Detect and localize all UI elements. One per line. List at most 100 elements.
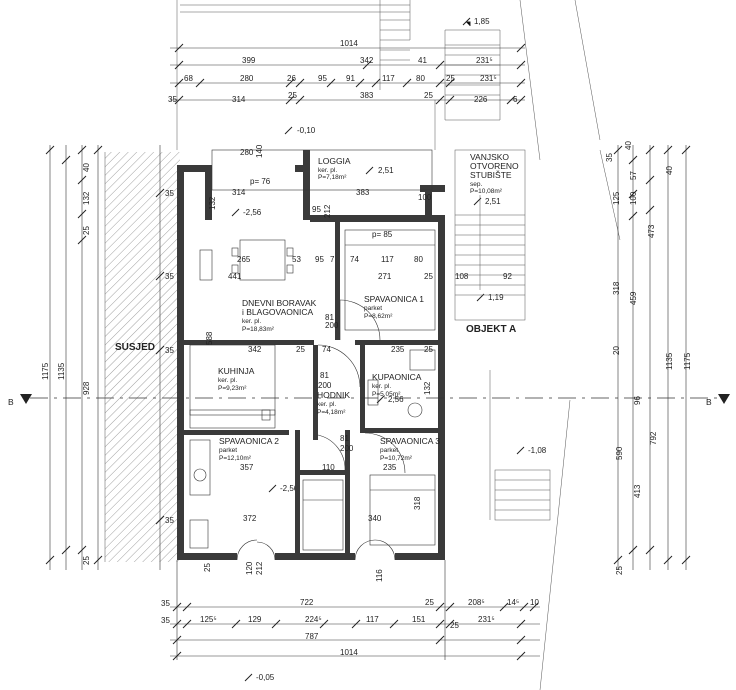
dim-right: 590 xyxy=(615,446,624,460)
svg-text:P=7,18m²: P=7,18m² xyxy=(318,174,347,181)
section-line xyxy=(20,394,730,404)
dim-top: 95 xyxy=(318,74,327,83)
section-label-right: B xyxy=(706,397,712,407)
left-dimensions xyxy=(45,145,165,570)
dim-right: 459 xyxy=(629,291,638,305)
dim-bottom: 25 xyxy=(425,598,434,607)
svg-text:25: 25 xyxy=(424,272,433,281)
dim-right: 1135 xyxy=(665,352,674,370)
dim-right: 57 xyxy=(629,171,638,180)
level-mark: 1,19 xyxy=(488,293,504,302)
dim-right: 1175 xyxy=(683,352,692,370)
svg-text:140: 140 xyxy=(255,144,264,158)
svg-text:200: 200 xyxy=(340,444,354,453)
room-kitchen: KUHINJA ker. pl. P=9,23m² xyxy=(218,366,255,392)
dim-left: 40 xyxy=(82,163,91,172)
dim-top: 91 xyxy=(346,74,355,83)
room-living: DNEVNI BORAVAK i BLAGOVAONICA ker. pl. P… xyxy=(242,298,317,333)
svg-text:KUHINJA: KUHINJA xyxy=(218,366,255,376)
svg-text:265: 265 xyxy=(237,255,251,264)
dim-bottom: 10 xyxy=(530,598,539,607)
neighbor-label: SUSJED xyxy=(115,342,155,353)
svg-text:ker. pl.: ker. pl. xyxy=(318,167,337,174)
svg-text:81: 81 xyxy=(325,313,334,322)
dim-bottom: 231⁵ xyxy=(478,615,495,624)
svg-text:74: 74 xyxy=(322,345,331,354)
furniture xyxy=(189,229,436,551)
dim-top: 25 xyxy=(424,91,433,100)
exterior-stair xyxy=(454,149,526,321)
dim-top: 25 xyxy=(288,91,297,100)
dim-top: 383 xyxy=(360,91,374,100)
svg-text:LOGGIA: LOGGIA xyxy=(318,156,351,166)
level-mark: 2,51 xyxy=(485,197,501,206)
svg-text:sep.: sep. xyxy=(470,181,482,188)
svg-text:280: 280 xyxy=(240,148,254,157)
svg-text:200: 200 xyxy=(318,381,332,390)
svg-text:235: 235 xyxy=(383,463,397,472)
svg-text:parket: parket xyxy=(364,305,382,312)
dim-right: 35 xyxy=(605,153,614,162)
svg-text:200: 200 xyxy=(325,321,339,330)
svg-text:ker. pl.: ker. pl. xyxy=(317,401,336,408)
svg-text:212: 212 xyxy=(323,204,332,218)
svg-text:81: 81 xyxy=(340,434,349,443)
svg-text:P=10,08m²: P=10,08m² xyxy=(470,188,503,195)
dim-right: 100 xyxy=(629,191,638,205)
walls xyxy=(177,150,445,560)
room-bedroom2: SPAVAONICA 2 parket P=12,10m² xyxy=(219,436,279,462)
svg-text:342: 342 xyxy=(248,345,262,354)
svg-text:p= 76: p= 76 xyxy=(250,177,271,186)
dim-right: 413 xyxy=(633,484,642,498)
level-mark: -0,05 xyxy=(256,673,275,682)
level-mark: -0,10 xyxy=(297,126,316,135)
svg-text:p= 85: p= 85 xyxy=(372,230,393,239)
svg-text:25: 25 xyxy=(203,563,212,572)
svg-text:KUPAONICA: KUPAONICA xyxy=(372,372,422,382)
svg-text:74: 74 xyxy=(350,255,359,264)
svg-text:81: 81 xyxy=(320,371,329,380)
inner-dimensions: 280 140 p= 76 314 383 95 212 132 100 p= … xyxy=(203,144,512,582)
dim-top: 6 xyxy=(513,95,518,104)
svg-text:P=4,18m²: P=4,18m² xyxy=(317,409,346,416)
svg-text:383: 383 xyxy=(356,188,370,197)
svg-text:588: 588 xyxy=(205,331,214,345)
section-label-left: B xyxy=(8,397,14,407)
svg-text:P=12,10m²: P=12,10m² xyxy=(219,455,252,462)
dim-left: 1175 xyxy=(41,362,50,380)
top-stairs xyxy=(380,19,500,96)
svg-text:P=10,72m²: P=10,72m² xyxy=(380,455,413,462)
room-bathroom: KUPAONICA ker. pl. P=5,05m² xyxy=(372,372,422,398)
level-mark: -2,56 xyxy=(243,208,262,217)
dim-right: 318 xyxy=(612,281,621,295)
svg-text:110: 110 xyxy=(322,463,335,472)
dim-left: 35 xyxy=(165,272,174,281)
svg-text:ker. pl.: ker. pl. xyxy=(242,318,261,325)
top-dimensions xyxy=(170,43,526,105)
svg-text:117: 117 xyxy=(381,255,394,264)
svg-text:OTVORENO: OTVORENO xyxy=(470,161,519,171)
svg-text:STUBIŠTE: STUBIŠTE xyxy=(470,170,512,180)
dim-bottom: 14⁵ xyxy=(507,598,519,607)
dim-top: 399 xyxy=(242,56,256,65)
svg-text:95: 95 xyxy=(315,255,324,264)
svg-text:ker. pl.: ker. pl. xyxy=(372,383,391,390)
svg-text:i BLAGOVAONICA: i BLAGOVAONICA xyxy=(242,307,313,317)
svg-text:SPAVAONICA 3: SPAVAONICA 3 xyxy=(380,436,440,446)
dim-left: 35 xyxy=(165,189,174,198)
dim-top: 231⁵ xyxy=(476,56,493,65)
dim-bottom: 1014 xyxy=(340,648,358,657)
dim-bottom: 151 xyxy=(412,615,426,624)
svg-text:25: 25 xyxy=(424,345,433,354)
dim-right: 25 xyxy=(615,566,624,575)
room-hall: HODNIK ker. pl. P=4,18m² xyxy=(317,390,350,416)
dim-bottom: 787 xyxy=(305,632,319,641)
svg-text:parket: parket xyxy=(219,447,237,454)
svg-text:HODNIK: HODNIK xyxy=(317,390,350,400)
level-mark: 2,56 xyxy=(388,395,404,404)
dim-left: 25 xyxy=(82,226,91,235)
svg-text:P=9,23m²: P=9,23m² xyxy=(218,385,247,392)
svg-text:116: 116 xyxy=(375,569,384,582)
svg-text:7: 7 xyxy=(330,255,335,264)
